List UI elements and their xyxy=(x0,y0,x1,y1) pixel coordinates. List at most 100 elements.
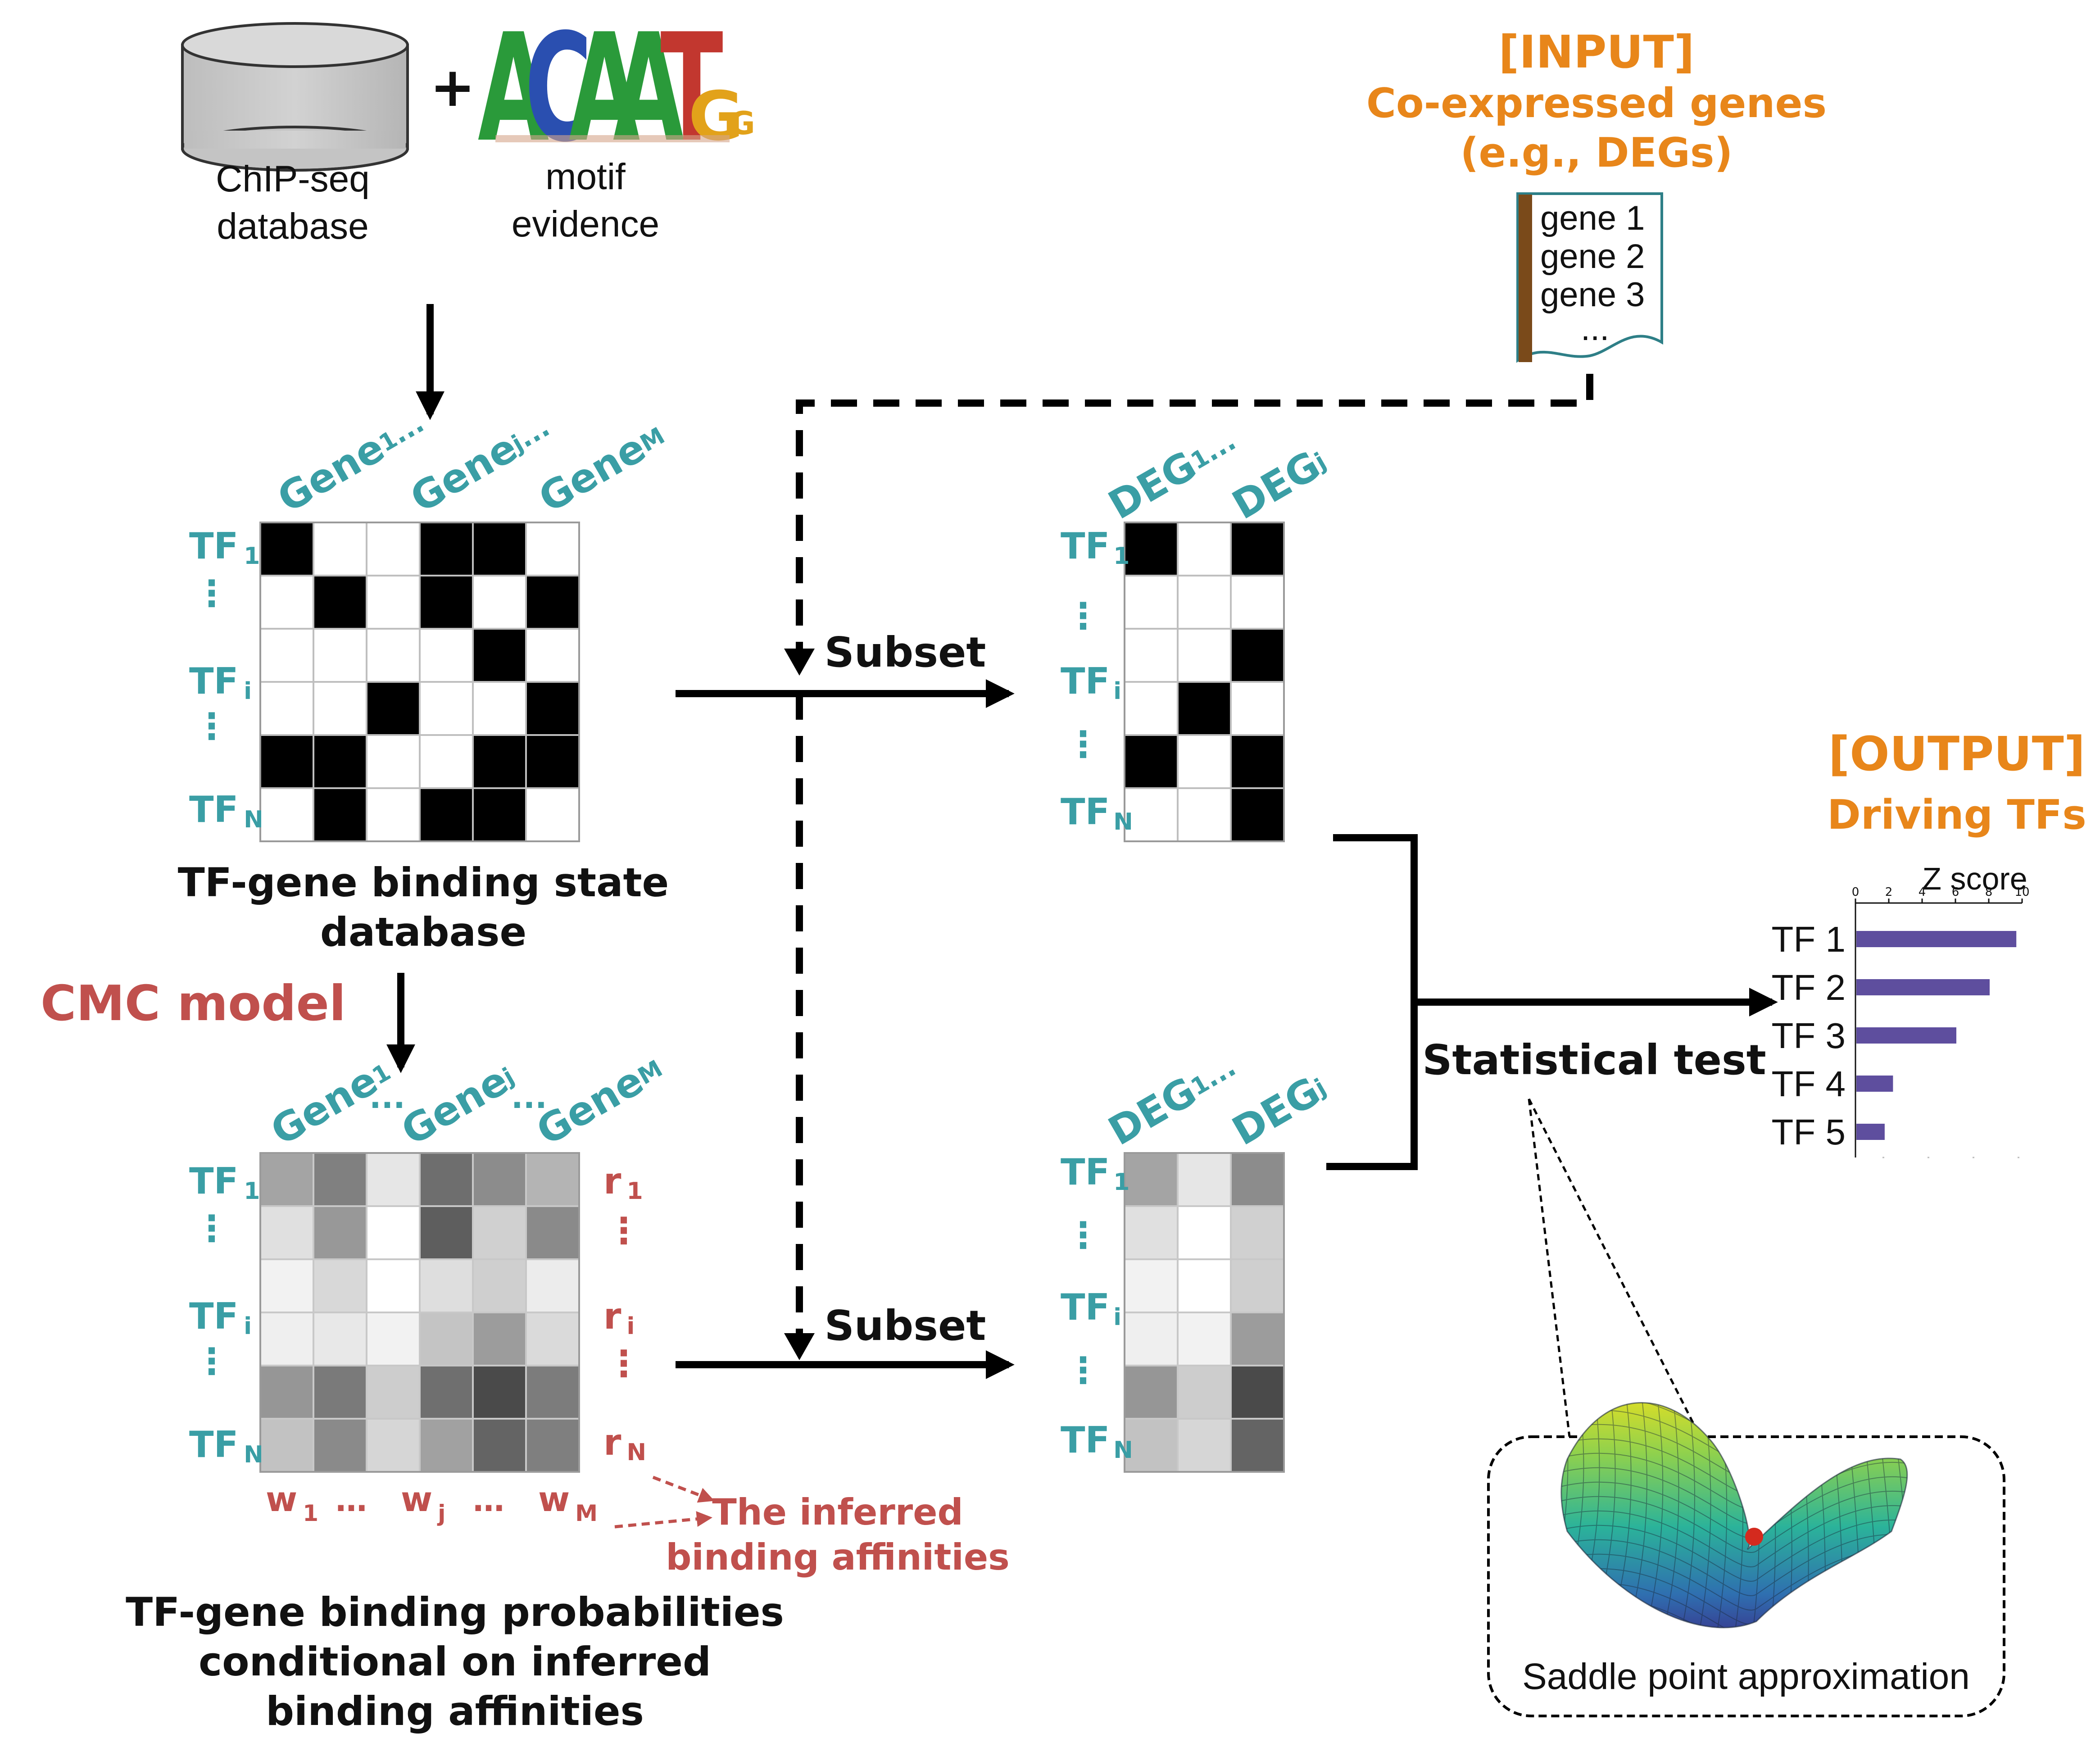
matrix-cell xyxy=(472,1418,527,1473)
matrix-cell xyxy=(366,1312,421,1366)
row-dots: ⋮ xyxy=(1065,595,1101,637)
matrix-cell xyxy=(472,1258,527,1313)
database-label-line1: ChIP-seq xyxy=(216,159,370,200)
column-label: Gene1... xyxy=(270,407,429,522)
matrix-cell xyxy=(419,628,474,683)
row-dots: ⋮ xyxy=(194,705,230,747)
matrix-cell xyxy=(1177,734,1232,789)
matrix-cell xyxy=(525,734,580,789)
chart-bar xyxy=(1856,1027,1956,1044)
chart-bar xyxy=(1856,1124,1885,1140)
saddle-point-panel: Saddle point approximation xyxy=(1487,1402,2005,1717)
svg-text:G: G xyxy=(688,77,744,156)
matrix-cell xyxy=(1230,575,1285,630)
matrix-cell xyxy=(419,1312,474,1366)
matrix-cell xyxy=(1124,628,1179,683)
gene-list-item: gene 2 xyxy=(1540,237,1645,276)
gene-list-document-icon xyxy=(1516,192,1663,363)
chart-category-label: TF 3 xyxy=(1772,1016,1846,1056)
matrix-cell xyxy=(1230,1152,1285,1207)
merge-bracket xyxy=(1326,834,1418,1170)
matrix-border xyxy=(259,1152,580,1473)
dashed-input-arrow-bottom xyxy=(784,1333,815,1360)
matrix-cell xyxy=(1177,1152,1232,1207)
matrix-cell xyxy=(259,1418,314,1473)
saddle-mesh-line xyxy=(1561,1490,1907,1553)
matrix-cell xyxy=(1124,1258,1179,1313)
row-dots: ⋮ xyxy=(194,1207,230,1249)
matrix-cell xyxy=(419,1365,474,1420)
row-dots: ⋮ xyxy=(1065,1214,1101,1256)
matrix-border xyxy=(1124,1152,1285,1473)
matrix-cell xyxy=(472,1152,527,1207)
deg-prob-col-labels: DEG1... DEGj xyxy=(1101,1044,1331,1154)
chart-tick-label: 0 xyxy=(1852,885,1860,899)
matrix-cell xyxy=(313,1365,367,1420)
matrix-cell xyxy=(1124,1312,1179,1366)
matrix-cell xyxy=(1230,1365,1285,1420)
zoom-line-left xyxy=(1528,1098,1571,1437)
matrix-cell xyxy=(366,1152,421,1207)
matrix-cell xyxy=(525,787,580,842)
probability-caption-line1: TF-gene binding probabilities xyxy=(126,1589,784,1635)
matrix-cell xyxy=(419,1152,474,1207)
column-dots: ... xyxy=(369,1079,405,1116)
matrix-cell xyxy=(472,787,527,842)
dashed-input-arrow-top xyxy=(784,649,815,676)
matrix-cell xyxy=(313,681,367,736)
motif-letter: T xyxy=(660,2,724,175)
svg-text:DEG1...: DEG1... xyxy=(1101,418,1245,528)
column-dots: ... xyxy=(511,1079,547,1116)
matrix-cell xyxy=(472,522,527,576)
svg-text:DEG1...: DEG1... xyxy=(1101,1044,1245,1154)
input-title-line1: Co-expressed genes xyxy=(1366,80,1827,127)
inferred-affinity-label-line2: binding affinities xyxy=(666,1536,1010,1578)
saddle-point-marker xyxy=(1745,1528,1763,1546)
matrix-cell xyxy=(1230,1418,1285,1473)
svg-text:GeneM: GeneM xyxy=(531,413,674,522)
matrix-cell xyxy=(1177,628,1232,683)
matrix-cell xyxy=(1124,681,1179,736)
matrix-cell xyxy=(313,1205,367,1260)
matrix-cell xyxy=(259,681,314,736)
matrix-cell xyxy=(259,734,314,789)
chart-tick-label: 8 xyxy=(1985,885,1993,899)
probability-col-labels: Gene1 ... Genej ... GeneM xyxy=(263,1045,671,1155)
matrix-cell xyxy=(525,1258,580,1313)
motif-logo: A C A A T G G motif evidence xyxy=(478,2,755,245)
matrix-cell xyxy=(366,1365,421,1420)
probability-caption-line2: conditional on inferred xyxy=(199,1639,711,1685)
svg-text:GeneM: GeneM xyxy=(529,1045,671,1154)
motif-noise-strip xyxy=(495,135,730,142)
row-dots: ⋮ xyxy=(1065,1349,1101,1391)
motif-letter: A xyxy=(569,2,641,175)
chart-category-label: TF 5 xyxy=(1772,1112,1846,1152)
chart-bar xyxy=(1856,979,1990,995)
matrix-cell xyxy=(419,734,474,789)
matrix-cell xyxy=(1124,1365,1179,1420)
matrix-cell xyxy=(313,575,367,630)
matrix-cell xyxy=(1230,1258,1285,1313)
matrix-cell xyxy=(259,522,314,576)
matrix-cell xyxy=(525,681,580,736)
w-dots: … xyxy=(336,1482,367,1519)
matrix-cell xyxy=(419,1205,474,1260)
cmc-model-label: CMC model xyxy=(41,976,346,1032)
probability-caption-line3: binding affinities xyxy=(266,1688,644,1734)
matrix-cell xyxy=(472,1205,527,1260)
matrix-cell xyxy=(366,628,421,683)
